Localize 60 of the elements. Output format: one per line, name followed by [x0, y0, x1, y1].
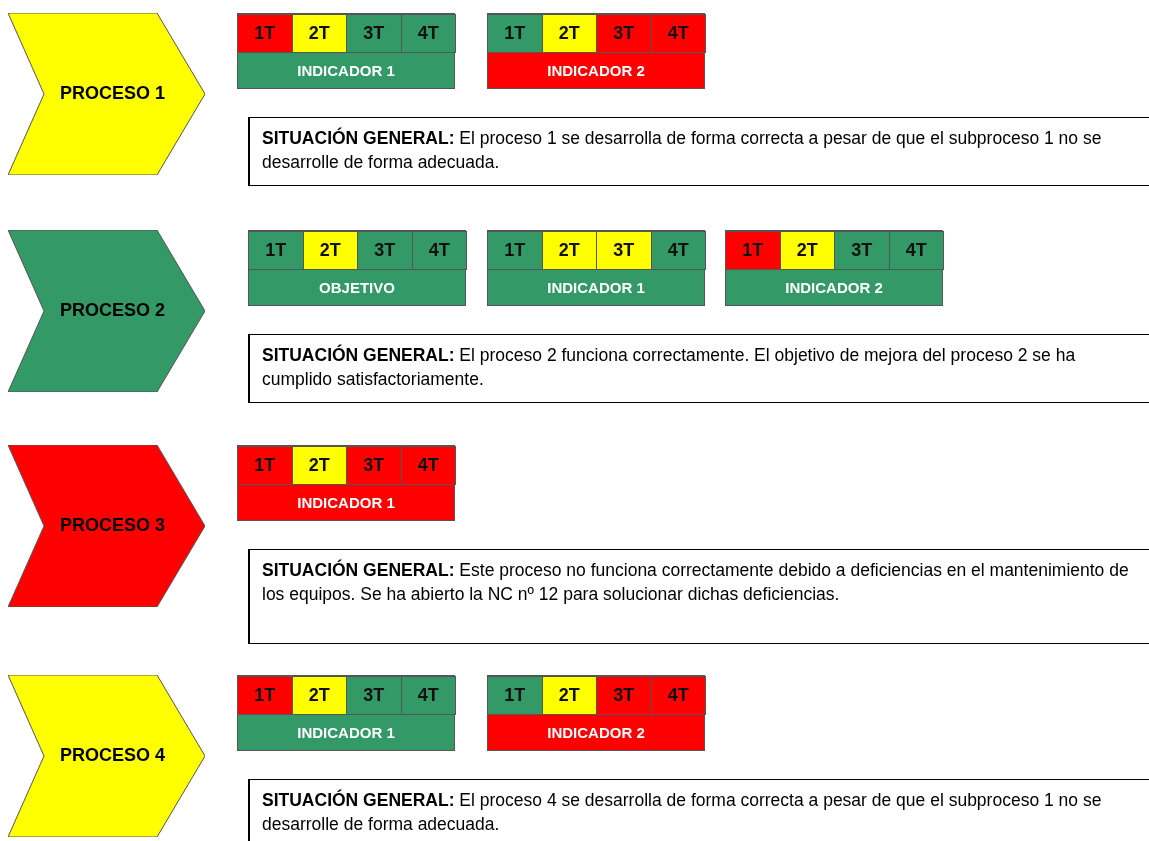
- indicator-label: INDICADOR 1: [238, 715, 454, 750]
- quarter-cell: 3T: [596, 14, 652, 53]
- indicator-panel: [487, 230, 705, 306]
- indicator-label: INDICADOR 2: [488, 715, 704, 750]
- indicator-label: INDICADOR 2: [726, 270, 942, 305]
- process-chevron: [8, 13, 205, 175]
- quarter-cell: 2T: [541, 14, 597, 53]
- process-chevron: [8, 230, 205, 392]
- quarter-cell: 4T: [650, 676, 706, 715]
- situation-note: SITUACIÓN GENERAL: Este proceso no funciona correctamente debido a deficiencias en el mantenimiento de los equipos. Se ha abierto la NC nº 12 para solucionar dichas deficiencias.: [248, 549, 1149, 644]
- quarter-cell: 1T: [248, 231, 304, 270]
- quarter-cell: 2T: [291, 676, 347, 715]
- quarter-cell: 3T: [834, 231, 890, 270]
- quarter-cell: 2T: [541, 676, 597, 715]
- situation-note: SITUACIÓN GENERAL: El proceso 1 se desarrolla de forma correcta a pesar de que el subproceso 1 no se desarrolle de forma adecuada.: [248, 117, 1149, 186]
- quarter-cell: 1T: [487, 14, 543, 53]
- indicator-panel: [237, 13, 455, 89]
- process-label: PROCESO 2: [60, 300, 166, 321]
- quarter-cell: 4T: [400, 446, 456, 485]
- indicator-panel: [237, 675, 455, 751]
- quarter-cell: 4T: [650, 14, 706, 53]
- quarter-cell: 4T: [888, 231, 944, 270]
- process-chevron: [8, 675, 205, 837]
- quarter-cell: 3T: [596, 676, 652, 715]
- quarter-cell: 2T: [302, 231, 358, 270]
- quarter-cell: 4T: [400, 14, 456, 53]
- quarter-cell: 1T: [487, 676, 543, 715]
- quarter-cell: 4T: [650, 231, 706, 270]
- indicator-label: INDICADOR 1: [238, 53, 454, 88]
- indicator-panel: [487, 675, 705, 751]
- quarter-cell: 3T: [357, 231, 413, 270]
- quarter-cell: 3T: [346, 14, 402, 53]
- process-label: PROCESO 4: [60, 745, 166, 766]
- quarter-cell: 1T: [237, 14, 293, 53]
- process-chevron: [8, 445, 205, 607]
- quarter-cell: 4T: [411, 231, 467, 270]
- quarter-cell: 1T: [487, 231, 543, 270]
- quarter-cell: 1T: [237, 446, 293, 485]
- quarter-cell: 2T: [779, 231, 835, 270]
- process-label: PROCESO 3: [60, 515, 166, 536]
- indicator-panel: [487, 13, 705, 89]
- quarter-cell: 1T: [237, 676, 293, 715]
- quarter-cell: 2T: [541, 231, 597, 270]
- quarter-cell: 1T: [725, 231, 781, 270]
- situation-note: SITUACIÓN GENERAL: El proceso 4 se desarrolla de forma correcta a pesar de que el subproceso 1 no se desarrolle de forma adecuada.: [248, 779, 1149, 841]
- indicator-label: OBJETIVO: [249, 270, 465, 305]
- quarter-cell: 3T: [346, 446, 402, 485]
- indicator-panel: [725, 230, 943, 306]
- indicator-panel: [248, 230, 466, 306]
- indicator-label: INDICADOR 1: [238, 485, 454, 520]
- process-label: PROCESO 1: [60, 83, 166, 104]
- quarter-cell: 2T: [291, 446, 347, 485]
- indicator-label: INDICADOR 1: [488, 270, 704, 305]
- indicator-label: INDICADOR 2: [488, 53, 704, 88]
- indicator-panel: [237, 445, 455, 521]
- quarter-cell: 4T: [400, 676, 456, 715]
- quarter-cell: 3T: [346, 676, 402, 715]
- situation-note: SITUACIÓN GENERAL: El proceso 2 funciona correctamente. El objetivo de mejora del proceso 2 se ha cumplido satisfactoriamente.: [248, 334, 1149, 403]
- quarter-cell: 2T: [291, 14, 347, 53]
- quarter-cell: 3T: [596, 231, 652, 270]
